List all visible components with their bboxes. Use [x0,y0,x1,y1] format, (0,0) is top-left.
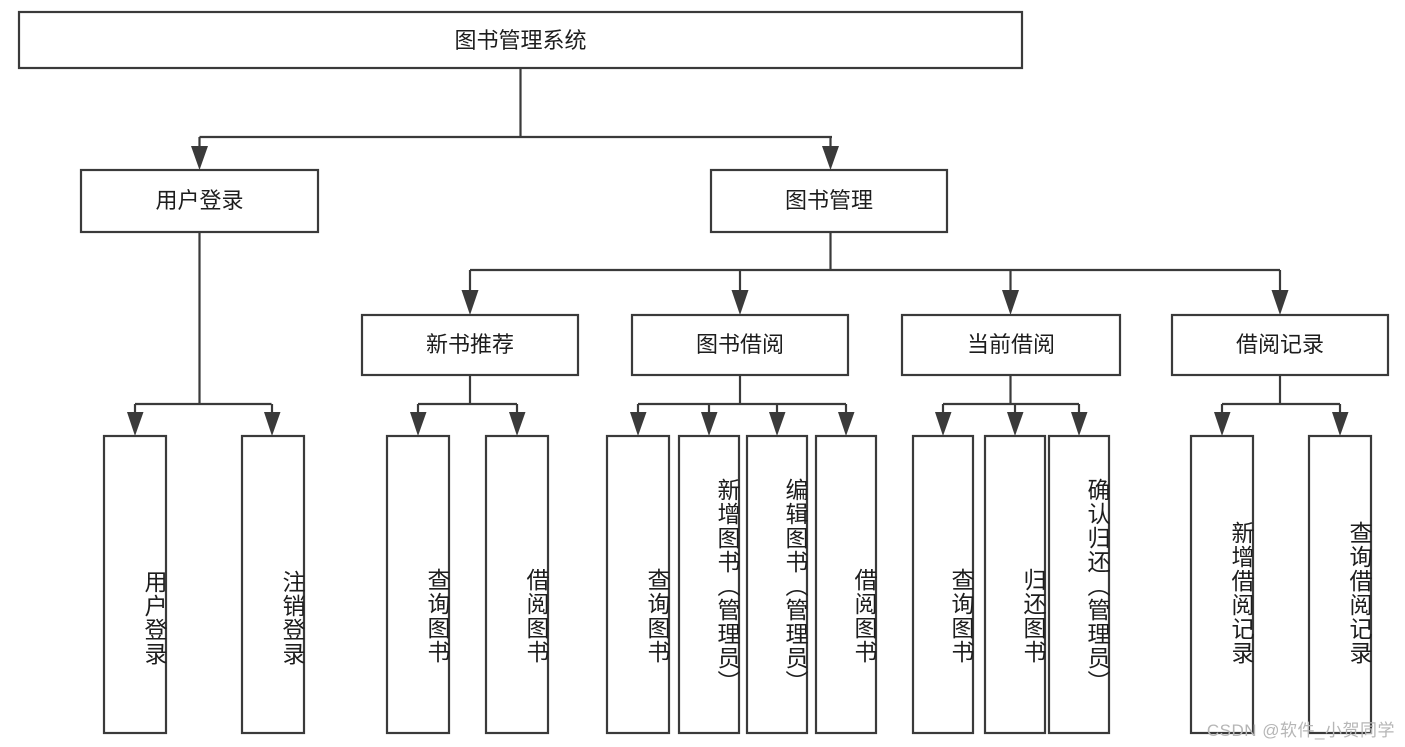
leaf-confirm-return-admin-box[interactable] [1047,434,1111,735]
arrow-head-leaf-confirm-return-admin [1071,412,1088,436]
node-root[interactable]: 图书管理系统 [17,10,1024,70]
leaf-query-borrow-record-box[interactable] [1307,434,1373,735]
node-root-box[interactable] [17,10,1024,70]
leaf-edit-book-admin-box[interactable] [745,434,809,735]
leaf-return-book-box[interactable] [983,434,1047,735]
arrow-head-new-book-recommend [461,290,479,315]
node-borrow-record[interactable]: 借阅记录 [1170,313,1390,377]
leaf-boxes [102,434,1373,735]
node-user-login-box[interactable] [79,168,320,234]
leaf-query-book-borrow-box[interactable] [605,434,671,735]
node-new-book-recommend[interactable]: 新书推荐 [360,313,580,377]
node-book-borrow-box[interactable] [630,313,850,377]
connectors-current-borrow-to-leaves [935,375,1088,436]
connectors-new-book-recommend-to-leaves [410,375,526,436]
arrow-head-book-manage [822,146,839,170]
leaf-borrow-book-borrow-box[interactable] [814,434,878,735]
arrow-head-leaf-query-borrow-record [1332,412,1349,436]
csdn-watermark: CSDN @软件_小贺同学 [1206,721,1395,740]
leaf-user-login-box[interactable] [102,434,168,735]
node-user-login-label: 用户登录 [155,188,243,213]
leaf-add-borrow-record-box[interactable] [1189,434,1255,735]
node-book-borrow[interactable]: 图书借阅 [630,313,850,377]
leaf-query-book-rec-box[interactable] [385,434,451,735]
leaf-logout-login-box[interactable] [240,434,306,735]
arrow-head-current-borrow [1002,290,1019,315]
arrow-head-borrow-record [1271,290,1289,315]
node-current-borrow[interactable]: 当前借阅 [900,313,1122,377]
arrow-head-leaf-borrow-book-rec [509,412,526,436]
connectors-book-manage-to-level3 [461,232,1289,315]
connectors-root-to-level2 [191,68,839,170]
arrow-head-leaf-query-book-current [935,412,952,436]
node-root-label: 图书管理系统 [454,28,586,53]
arrow-head-leaf-add-book-admin [701,412,718,436]
arrow-head-leaf-query-book-rec [410,412,427,436]
arrow-head-user-login [191,146,208,170]
arrow-head-leaf-user-login [127,412,144,436]
node-new-book-recommend-label: 新书推荐 [426,332,514,357]
leaf-query-book-current-box[interactable] [911,434,975,735]
node-current-borrow-box[interactable] [900,313,1122,377]
arrow-head-leaf-query-book-borrow [630,412,647,436]
node-book-manage[interactable]: 图书管理 [709,168,949,234]
arrow-head-leaf-return-book [1007,412,1024,436]
node-book-borrow-label: 图书借阅 [696,332,784,357]
leaf-borrow-book-rec-box[interactable] [484,434,550,735]
arrow-head-leaf-logout-login [264,412,281,436]
node-borrow-record-box[interactable] [1170,313,1390,377]
node-new-book-recommend-box[interactable] [360,313,580,377]
connectors-book-borrow-to-leaves [630,375,855,436]
arrow-head-leaf-borrow-book-borrow [838,412,855,436]
arrow-head-leaf-edit-book-admin [769,412,786,436]
node-borrow-record-label: 借阅记录 [1236,332,1324,357]
node-user-login[interactable]: 用户登录 [79,168,320,234]
node-current-borrow-label: 当前借阅 [967,332,1055,357]
leaf-add-book-admin-box[interactable] [677,434,741,735]
node-book-manage-box[interactable] [709,168,949,234]
connectors-user-login-to-leaves [127,232,281,436]
connectors-borrow-record-to-leaves [1214,375,1349,436]
arrow-head-leaf-add-borrow-record [1214,412,1231,436]
node-book-manage-label: 图书管理 [785,188,873,213]
arrow-head-book-borrow [731,290,749,315]
